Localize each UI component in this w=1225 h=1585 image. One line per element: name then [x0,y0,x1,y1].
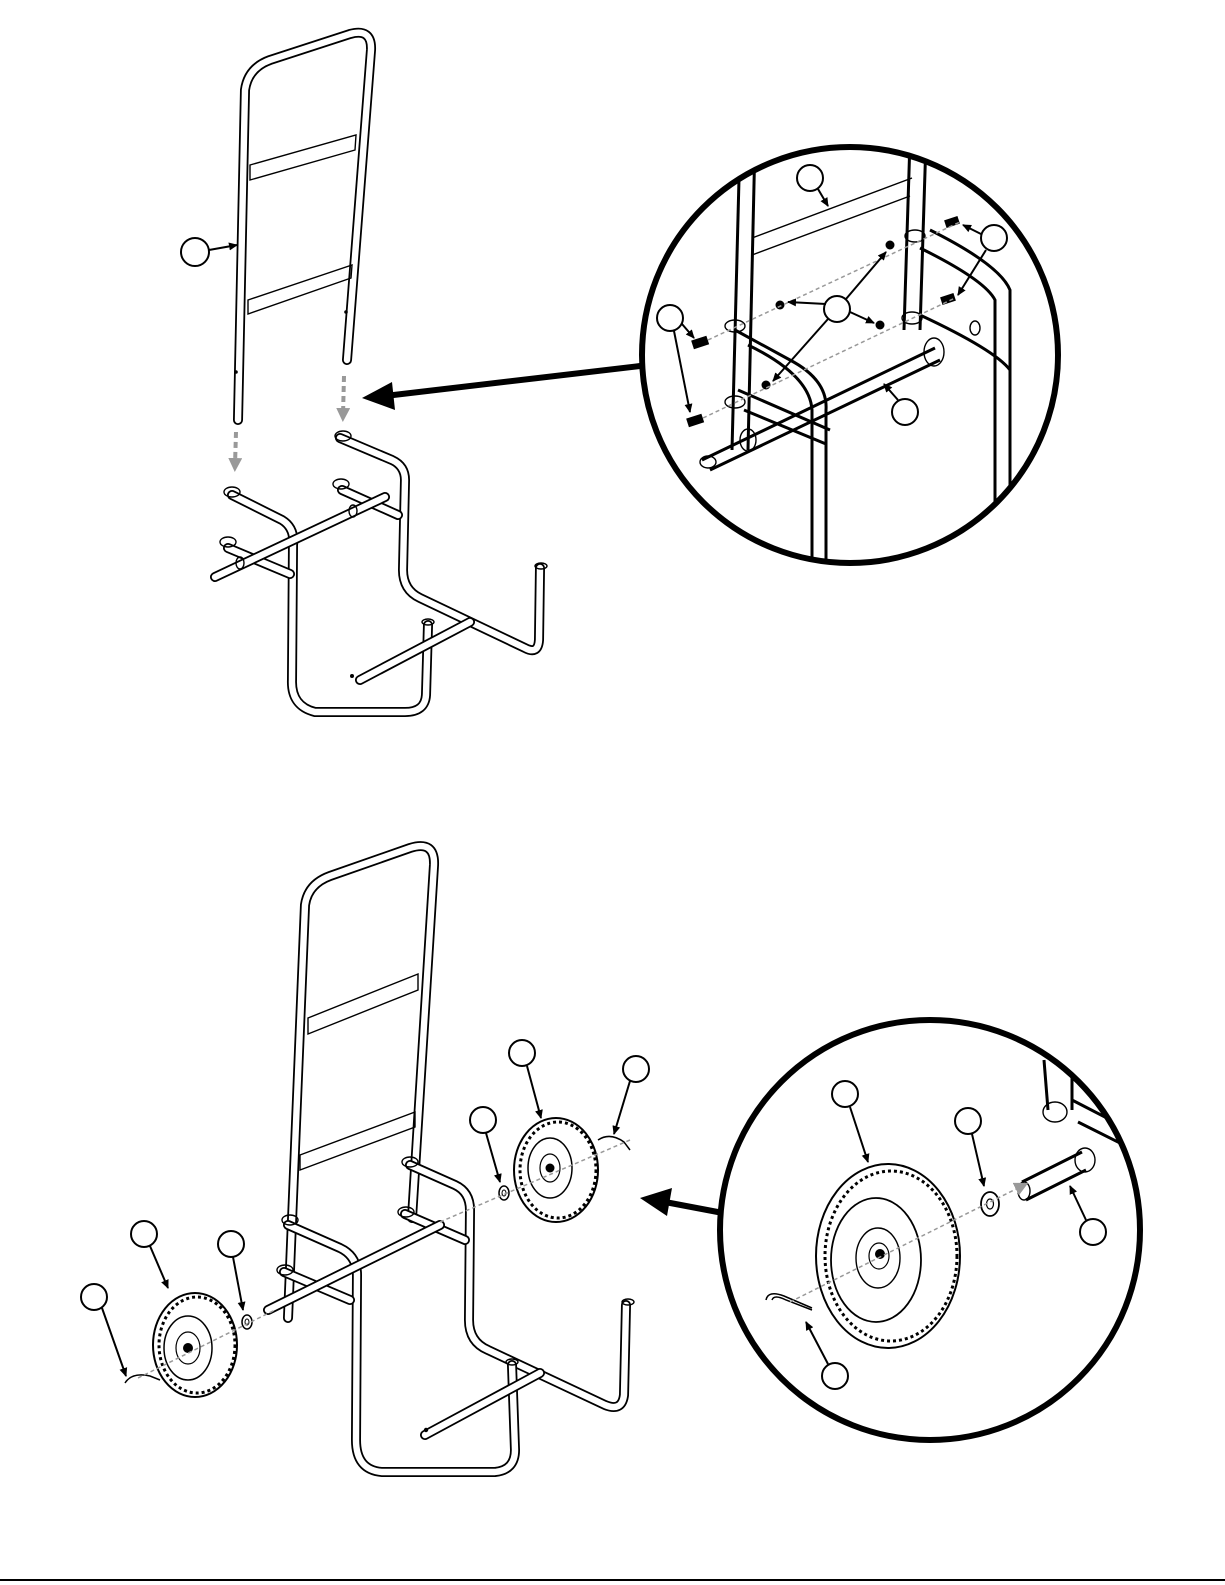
handle-upper-frame [234,33,371,420]
detail-view-pointer-arrow [362,366,640,410]
detail-view-wheel-mounting [720,1020,1140,1440]
part-callout-right-washer [470,1107,500,1182]
detail-view-frame-connection [642,140,1058,563]
part-callout-left-cotter-pin [81,1284,126,1376]
left-washer [242,1315,252,1329]
part-callout-handle [181,238,237,266]
washer-icon [981,1192,999,1216]
step-2-wheel-installation [81,846,1140,1472]
step-1-handle-attachment [181,33,1058,712]
left-cotter-pin-icon [125,1375,160,1383]
base-frame [215,431,547,712]
part-callout-right-cotter-pin [614,1056,649,1134]
part-callout-left-wheel [131,1221,168,1288]
part-callout-left-washer [218,1231,244,1310]
part-callout-right-wheel [509,1040,541,1118]
left-wheel [153,1293,237,1397]
right-cotter-pin-icon [598,1136,630,1150]
detail-view-pointer-arrow-2 [640,1188,723,1216]
insertion-guide-arrows [235,376,344,465]
right-wheel [514,1118,598,1222]
